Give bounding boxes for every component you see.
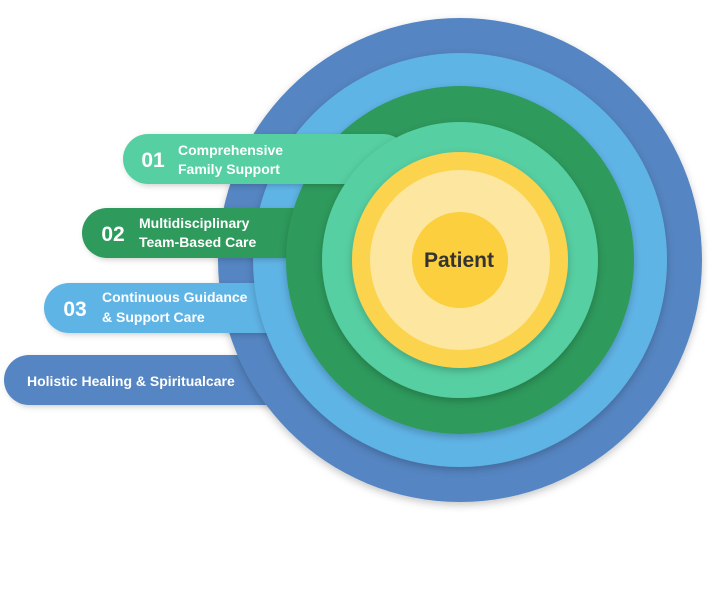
item-02-number: 02 [101, 223, 124, 246]
item-04-label: Holistic Healing & Spiritualcare [27, 373, 235, 389]
item-01-line1: Comprehensive [178, 142, 283, 158]
item-01-number: 01 [141, 149, 165, 172]
item-03-line2: & Support Care [102, 309, 205, 325]
pill-02-band [82, 208, 332, 258]
pill-03-band [44, 283, 324, 333]
item-03-line1: Continuous Guidance [102, 289, 248, 305]
pill-04-band [4, 355, 304, 405]
pill-01-band [123, 134, 408, 184]
core-circle [412, 212, 508, 308]
item-03-number: 03 [63, 298, 86, 321]
center-label: Patient [424, 249, 494, 272]
item-02-line1: Multidisciplinary [139, 215, 250, 231]
item-02-line2: Team-Based Care [139, 234, 256, 250]
item-01-line2: Family Support [178, 161, 280, 177]
